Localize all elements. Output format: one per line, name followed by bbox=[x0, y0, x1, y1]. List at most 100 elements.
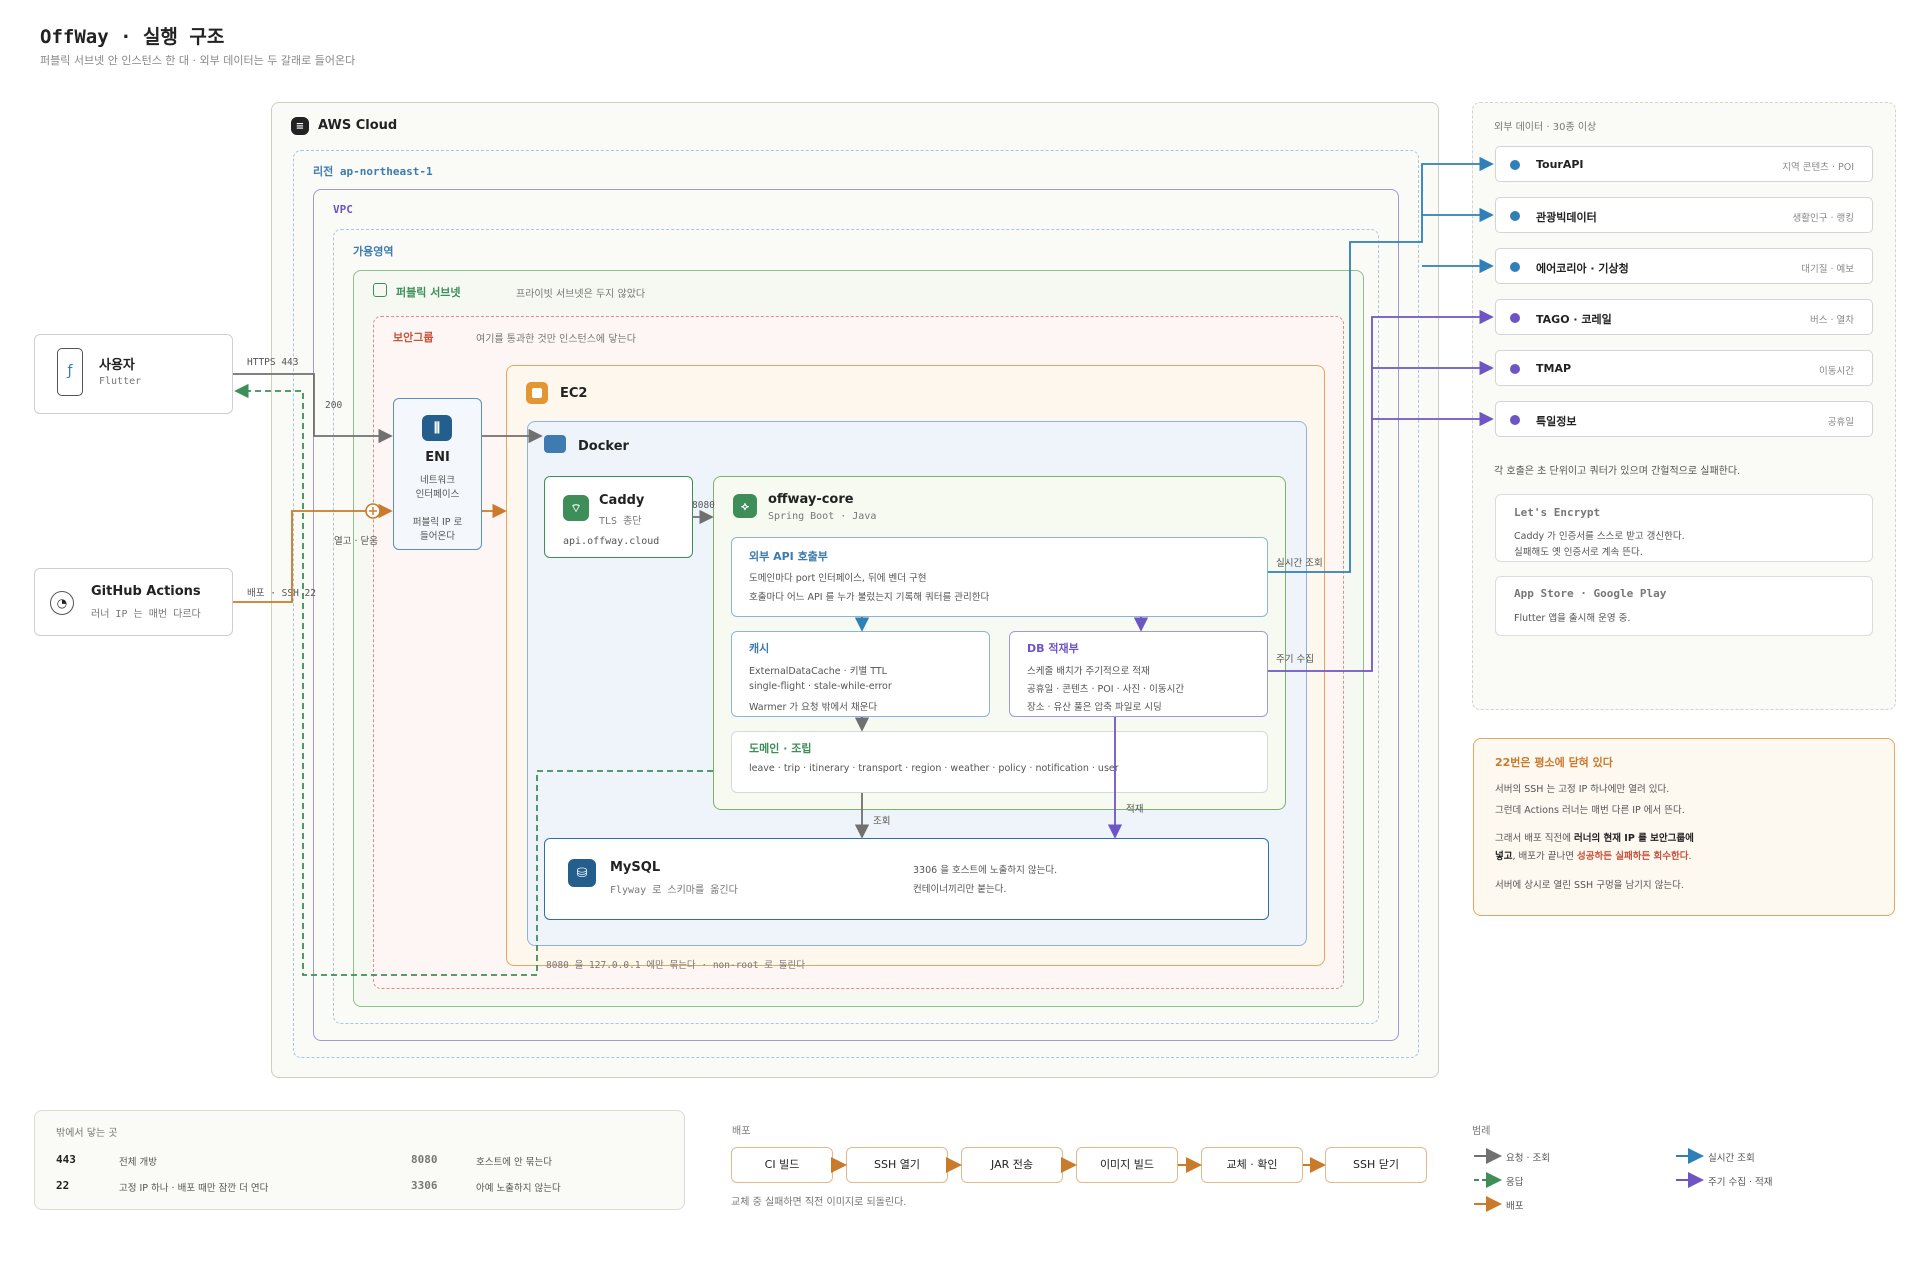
port-3306: 3306 bbox=[411, 1179, 438, 1192]
offway-core-name: offway-core bbox=[768, 492, 854, 507]
ssh-note-line1: 서버의 SSH 는 고정 IP 하나에만 열려 있다. bbox=[1495, 784, 1670, 795]
deploy-step-ssh-close: SSH 닫기 bbox=[1325, 1147, 1427, 1183]
legend-swatches bbox=[1474, 1148, 1704, 1212]
ports-title: 밖에서 닿는 곳 bbox=[56, 1128, 118, 1139]
cache-box bbox=[731, 631, 990, 717]
status-dot bbox=[1510, 262, 1520, 272]
caddy-host: api.offway.cloud bbox=[563, 536, 660, 547]
vpc-label: VPC bbox=[333, 203, 353, 216]
docker-label: Docker bbox=[578, 439, 629, 454]
legend-label-deploy: 배포 bbox=[1506, 1201, 1524, 1212]
api-caller-box bbox=[731, 537, 1268, 617]
appstore-line1: Flutter 앱을 출시해 운영 중. bbox=[1514, 613, 1631, 624]
port-8080-desc: 호스트에 안 묶는다 bbox=[476, 1157, 552, 1168]
legend-title: 범례 bbox=[1472, 1126, 1491, 1137]
database-icon: ⛁ bbox=[568, 859, 596, 887]
legend-label-periodic: 주기 수집 · 적재 bbox=[1708, 1177, 1773, 1188]
edge-periodic-out bbox=[1268, 309, 1494, 672]
db-loader-line3: 장소 · 유산 풀은 압축 파일로 시딩 bbox=[1027, 702, 1162, 713]
legend-label-request: 요청 · 조회 bbox=[1506, 1153, 1551, 1164]
deploy-step-ssh-open: SSH 열기 bbox=[846, 1147, 948, 1183]
edge-label-periodic: 주기 수집 bbox=[1276, 654, 1314, 665]
legend-label-response: 응답 bbox=[1506, 1177, 1524, 1188]
mysql-box bbox=[544, 838, 1269, 920]
edge-label-open-close: 열고 · 닫음 bbox=[334, 536, 379, 547]
edge-label-8080: 8080 bbox=[692, 500, 715, 511]
port-22-desc: 고정 IP 하나 · 배포 때만 잠깐 더 연다 bbox=[119, 1183, 269, 1194]
subnet-label: 퍼블릭 서브넷 bbox=[396, 286, 461, 299]
cache-line2: single-flight · stale-while-error bbox=[749, 681, 892, 692]
az-container bbox=[333, 229, 1379, 1024]
user-name: 사용자 bbox=[99, 358, 135, 373]
ports-panel bbox=[34, 1110, 685, 1210]
ssh-note-panel bbox=[1473, 738, 1895, 916]
status-dot bbox=[1510, 160, 1520, 170]
status-dot bbox=[1510, 313, 1520, 323]
page-title: OffWay · 실행 구조 bbox=[40, 26, 225, 48]
deploy-step-ci-build: CI 빌드 bbox=[731, 1147, 833, 1183]
letsencrypt-line1: Caddy 가 인증서를 스스로 받고 갱신한다. bbox=[1514, 531, 1685, 542]
port-443-desc: 전체 개방 bbox=[119, 1157, 157, 1168]
edge-user-to-eni bbox=[233, 373, 393, 444]
domain-line1: leave · trip · itinerary · transport · r… bbox=[749, 763, 1119, 774]
edge-label-https: HTTPS 443 bbox=[247, 357, 299, 368]
ssh-note-title: 22번은 평소에 닫혀 있다 bbox=[1495, 756, 1613, 769]
api-caller-line1: 도메인마다 port 인터페이스, 뒤에 벤더 구현 bbox=[749, 573, 927, 584]
letsencrypt-line2: 실패해도 옛 인증서로 계속 뜬다. bbox=[1514, 547, 1643, 558]
external-data-title: 외부 데이터 · 30종 이상 bbox=[1494, 122, 1597, 133]
status-dot bbox=[1510, 415, 1520, 425]
security-group-label: 보안그룹 bbox=[393, 331, 434, 344]
port-22: 22 bbox=[56, 1179, 70, 1192]
edge-label-deploy: 배포 · SSH 22 bbox=[247, 588, 316, 599]
security-group-note: 여기를 통과한 것만 인스턴스에 닿는다 bbox=[476, 334, 636, 345]
bind-note: 8080 을 127.0.0.1 에만 묶는다 · non-root 로 돌린다 bbox=[546, 960, 805, 971]
appstore-box bbox=[1495, 576, 1873, 636]
ssh-note-line3: 그래서 배포 직전에 러너의 현재 IP 를 보안그룹에 bbox=[1495, 833, 1694, 844]
domain-title: 도메인 · 조립 bbox=[749, 742, 812, 755]
mysql-note1: 3306 을 호스트에 노출하지 않는다. bbox=[913, 865, 1058, 876]
aws-cloud-label: AWS Cloud bbox=[318, 118, 398, 133]
ec2-label: EC2 bbox=[560, 386, 588, 401]
spring-icon: ⟡ bbox=[733, 494, 757, 518]
cache-title: 캐시 bbox=[749, 642, 770, 655]
mysql-note2: 컨테이너끼리만 붙는다. bbox=[913, 884, 1007, 895]
edge-label-load: 적재 bbox=[1126, 804, 1144, 815]
eni-line4: 들어온다 bbox=[420, 531, 455, 542]
github-icon: ◔ bbox=[50, 591, 74, 615]
github-sub: 러너 IP 는 매번 다르다 bbox=[91, 609, 201, 620]
external-note: 각 호출은 초 단위이고 쿼터가 있으며 간헐적으로 실패한다. bbox=[1494, 466, 1741, 477]
az-label: 가용영역 bbox=[353, 245, 394, 258]
db-loader-line2: 공휴일 · 콘텐츠 · POI · 사진 · 이동시간 bbox=[1027, 684, 1185, 695]
port-8080: 8080 bbox=[411, 1153, 438, 1166]
subnet-icon bbox=[373, 283, 387, 297]
letsencrypt-title: Let's Encrypt bbox=[1514, 506, 1601, 519]
page-subtitle: 퍼블릭 서브넷 안 인스턴스 한 대 · 외부 데이터는 두 갈래로 들어온다 bbox=[40, 54, 356, 67]
eni-line3: 퍼블릭 IP 로 bbox=[412, 517, 463, 528]
region-label: 리전 ap-northeast-1 bbox=[313, 165, 433, 178]
ssh-note-line2: 그런데 Actions 러너는 매번 다른 IP 에서 뜬다. bbox=[1495, 805, 1685, 816]
api-caller-line2: 호출마다 어느 API 를 누가 불렀는지 기록해 쿼터를 관리한다 bbox=[749, 592, 990, 603]
cache-line3: Warmer 가 요청 밖에서 채운다 bbox=[749, 702, 878, 713]
edge-github-deploy bbox=[233, 503, 393, 603]
deploy-title: 배포 bbox=[732, 1126, 751, 1137]
deploy-step-image-build: 이미지 빌드 bbox=[1076, 1147, 1178, 1183]
deploy-step-jar-send: JAR 전송 bbox=[961, 1147, 1063, 1183]
edge-label-realtime: 실시간 조회 bbox=[1276, 558, 1323, 569]
api-caller-title: 외부 API 호출부 bbox=[749, 550, 828, 563]
vpc-container bbox=[313, 189, 1399, 1041]
cache-line1: ExternalDataCache · 키별 TTL bbox=[749, 666, 887, 677]
docker-icon bbox=[544, 435, 566, 453]
ssh-note-line5: 서버에 상시로 열린 SSH 구멍을 남기지 않는다. bbox=[1495, 880, 1684, 891]
aws-icon: ≡ bbox=[291, 117, 309, 135]
ec2-icon bbox=[526, 382, 548, 404]
port-443: 443 bbox=[56, 1153, 76, 1166]
status-dot bbox=[1510, 211, 1520, 221]
caddy-icon: ⌔ bbox=[563, 495, 589, 521]
edge-response bbox=[234, 383, 713, 976]
